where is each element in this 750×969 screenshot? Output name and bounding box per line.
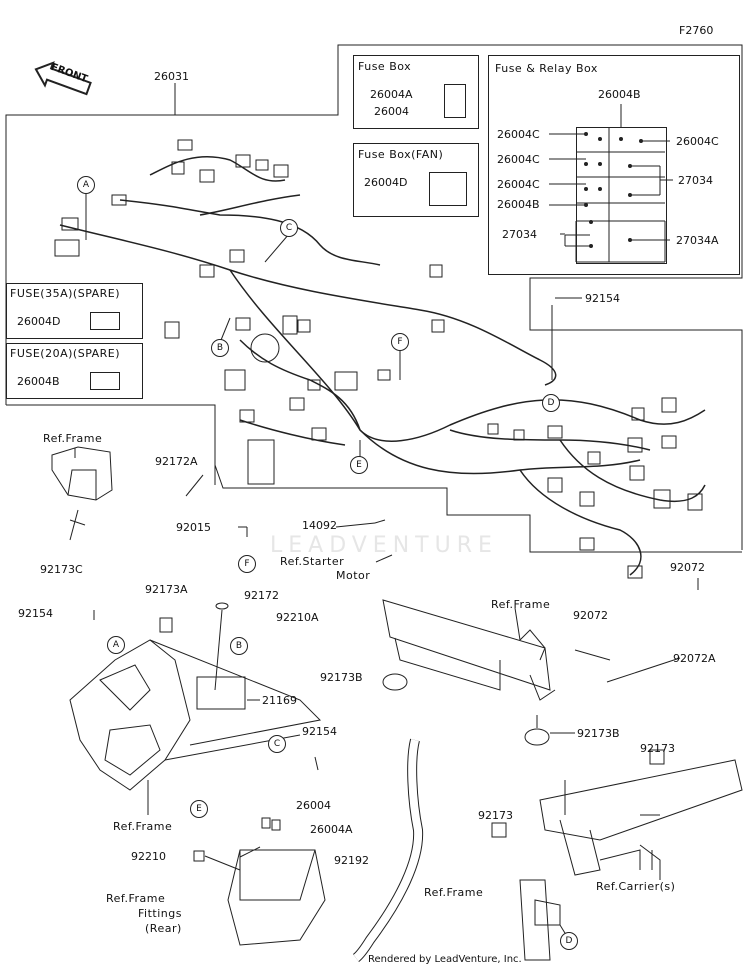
- fuse-box-part-1: 26004A: [370, 88, 413, 101]
- label-26004: 26004: [296, 799, 331, 812]
- label-ref-starter-1: Ref.Starter: [280, 555, 345, 568]
- fuse-box-panel: Fuse Box 26004A 26004: [353, 55, 479, 129]
- label-92173b-left: 92173B: [320, 671, 363, 684]
- label-92172: 92172: [244, 589, 279, 602]
- relay-part-left-2: 26004C: [497, 153, 540, 166]
- callout-b-top: B: [211, 339, 229, 357]
- relay-part-left-5: 27034: [502, 228, 537, 241]
- label-ref-fittings-2: Fittings: [138, 907, 182, 920]
- fuse-box-fan-cell: [429, 172, 467, 206]
- spare-fuse-20a-cell: [90, 372, 120, 390]
- label-ref-frame-4: Ref.Frame: [424, 886, 484, 899]
- relay-part-right-3: 27034A: [676, 234, 719, 247]
- spare-fuse-20a-title: FUSE(20A)(SPARE): [10, 347, 121, 360]
- fuse-box-fan-title: Fuse Box(FAN): [358, 148, 444, 161]
- label-26031: 26031: [154, 70, 189, 83]
- fuse-box-cell: [444, 84, 466, 118]
- diagram-code: F2760: [679, 24, 714, 37]
- label-92173-left: 92173: [478, 809, 513, 822]
- callout-f-top: F: [391, 333, 409, 351]
- label-21169: 21169: [262, 694, 297, 707]
- label-92173c: 92173C: [40, 563, 83, 576]
- footer-credit: Rendered by LeadVenture, Inc.: [368, 954, 522, 965]
- label-92154-left: 92154: [18, 607, 53, 620]
- label-92173a: 92173A: [145, 583, 188, 596]
- callout-e-top: E: [350, 456, 368, 474]
- label-92015: 92015: [176, 521, 211, 534]
- label-92173b-mid: 92173B: [577, 727, 620, 740]
- callout-d-bottom: D: [560, 932, 578, 950]
- callout-c-bottom: C: [268, 735, 286, 753]
- callout-c-top: C: [280, 219, 298, 237]
- fuse-box-fan-part: 26004D: [364, 176, 408, 189]
- fuse-box-title: Fuse Box: [358, 60, 412, 73]
- label-ref-fittings-1: Ref.Frame: [106, 892, 166, 905]
- callout-f-bottom: F: [238, 555, 256, 573]
- label-ref-frame-2: Ref.Frame: [113, 820, 173, 833]
- relay-part-left-4: 26004B: [497, 198, 540, 211]
- spare-fuse-35a-panel: FUSE(35A)(SPARE) 26004D: [6, 283, 143, 339]
- relay-part-left-1: 26004C: [497, 128, 540, 141]
- label-92072a: 92072A: [673, 652, 716, 665]
- spare-fuse-35a-cell: [90, 312, 120, 330]
- fuse-relay-box-title: Fuse & Relay Box: [495, 62, 598, 75]
- label-92192: 92192: [334, 854, 369, 867]
- label-14092: 14092: [302, 519, 337, 532]
- label-92072-b: 92072: [573, 609, 608, 622]
- label-92172a: 92172A: [155, 455, 198, 468]
- label-ref-frame-1: Ref.Frame: [43, 432, 103, 445]
- label-ref-fittings-3: (Rear): [145, 922, 182, 935]
- fuse-box-fan-panel: Fuse Box(FAN) 26004D: [353, 143, 479, 217]
- callout-b-bottom: B: [230, 637, 248, 655]
- watermark: LEADVENTURE: [270, 533, 498, 558]
- relay-part-top: 26004B: [598, 88, 641, 101]
- spare-fuse-20a-part: 26004B: [17, 375, 60, 388]
- spare-fuse-20a-panel: FUSE(20A)(SPARE) 26004B: [6, 343, 143, 399]
- spare-fuse-35a-title: FUSE(35A)(SPARE): [10, 287, 121, 300]
- label-ref-carrier: Ref.Carrier(s): [596, 880, 676, 893]
- label-ref-frame-3: Ref.Frame: [491, 598, 551, 611]
- label-92154-top: 92154: [585, 292, 620, 305]
- callout-d-top: D: [542, 394, 560, 412]
- callout-e-bottom: E: [190, 800, 208, 818]
- relay-part-right-1: 26004C: [676, 135, 719, 148]
- relay-part-right-2: 27034: [678, 174, 713, 187]
- label-92154-mid: 92154: [302, 725, 337, 738]
- fuse-relay-box-panel: Fuse & Relay Box: [488, 55, 740, 275]
- label-92210: 92210: [131, 850, 166, 863]
- label-92072-a: 92072: [670, 561, 705, 574]
- fuse-box-part-2: 26004: [374, 105, 409, 118]
- spare-fuse-35a-part: 26004D: [17, 315, 61, 328]
- label-92210a: 92210A: [276, 611, 319, 624]
- relay-box-body: [576, 127, 667, 264]
- label-ref-starter-2: Motor: [336, 569, 371, 582]
- label-26004a: 26004A: [310, 823, 353, 836]
- callout-a-bottom: A: [107, 636, 125, 654]
- label-92173-right: 92173: [640, 742, 675, 755]
- relay-part-left-3: 26004C: [497, 178, 540, 191]
- callout-a-top: A: [77, 176, 95, 194]
